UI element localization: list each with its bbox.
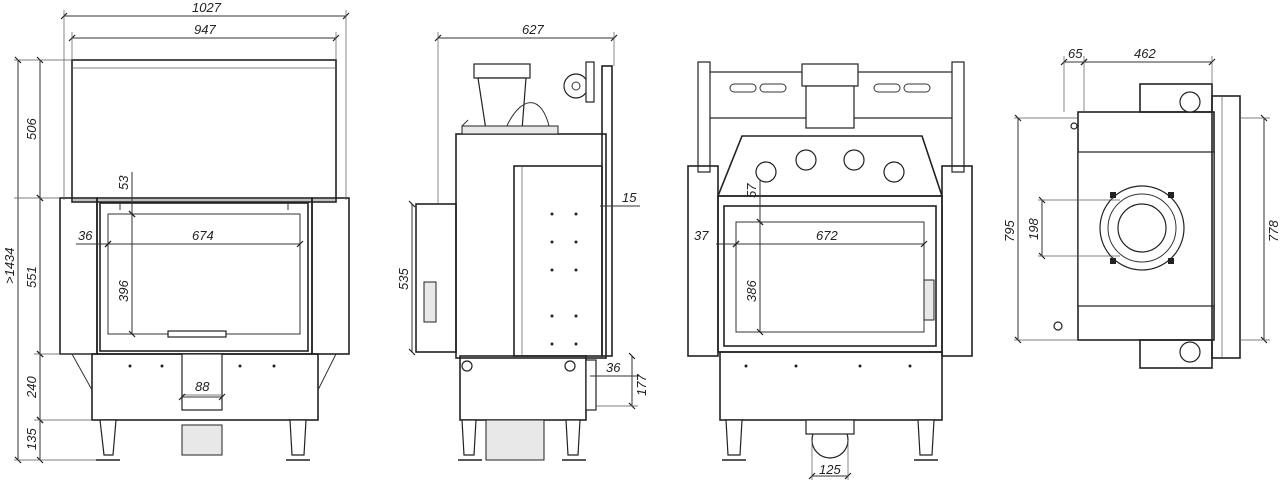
dim-top-width: 462 (1134, 46, 1156, 61)
front-dimensions (14, 10, 350, 464)
side-view (415, 61, 613, 461)
dim-front-glass-height: 396 (116, 280, 131, 302)
top-dimensions (1014, 56, 1270, 344)
back-dimension-labels: 57 37 672 386 125 (694, 183, 841, 477)
side-dimensions (408, 32, 640, 410)
dim-front-leg-height: 135 (24, 428, 39, 450)
dim-top-offset: 65 (1068, 46, 1083, 61)
top-dimension-labels: 65 462 795 198 778 (1002, 46, 1280, 242)
dim-back-frame-side: 37 (694, 228, 709, 243)
dim-front-outlet-width: 88 (195, 379, 210, 394)
dim-top-inner-length: 778 (1266, 220, 1280, 242)
dim-front-overall-width: 1027 (192, 0, 222, 15)
dim-side-depth: 627 (522, 22, 544, 37)
dim-top-outer-length: 795 (1002, 220, 1017, 242)
dim-front-base-height: 240 (24, 376, 39, 399)
dim-front-frame-top: 53 (116, 175, 131, 190)
front-dimension-labels: 1027 947 506 >1434 551 240 135 53 36 674… (2, 0, 222, 450)
dim-side-panel-height: 535 (396, 268, 411, 290)
dim-front-inner-width: 947 (194, 22, 216, 37)
side-dimension-labels: 627 535 15 36 177 (396, 22, 649, 396)
dim-front-body-height: 551 (24, 266, 39, 288)
dim-side-offset: 15 (622, 190, 637, 205)
dim-back-glass-height: 386 (744, 280, 759, 302)
front-view (59, 59, 350, 461)
dim-back-glass-width: 672 (816, 228, 838, 243)
dim-front-total-height: >1434 (2, 247, 17, 284)
back-dimensions (716, 180, 928, 480)
dim-front-glass-width: 674 (192, 228, 214, 243)
dim-top-flue-diameter: 198 (1026, 218, 1041, 240)
back-view (687, 61, 973, 461)
dim-front-upper-height: 506 (24, 118, 39, 140)
dim-back-duct-diameter: 125 (819, 462, 841, 477)
dim-back-frame-top: 57 (744, 183, 759, 198)
dim-front-frame-side: 36 (78, 228, 93, 243)
dim-side-inlet-height: 177 (634, 374, 649, 396)
dim-side-flange: 36 (606, 360, 621, 375)
top-view (1053, 83, 1241, 369)
